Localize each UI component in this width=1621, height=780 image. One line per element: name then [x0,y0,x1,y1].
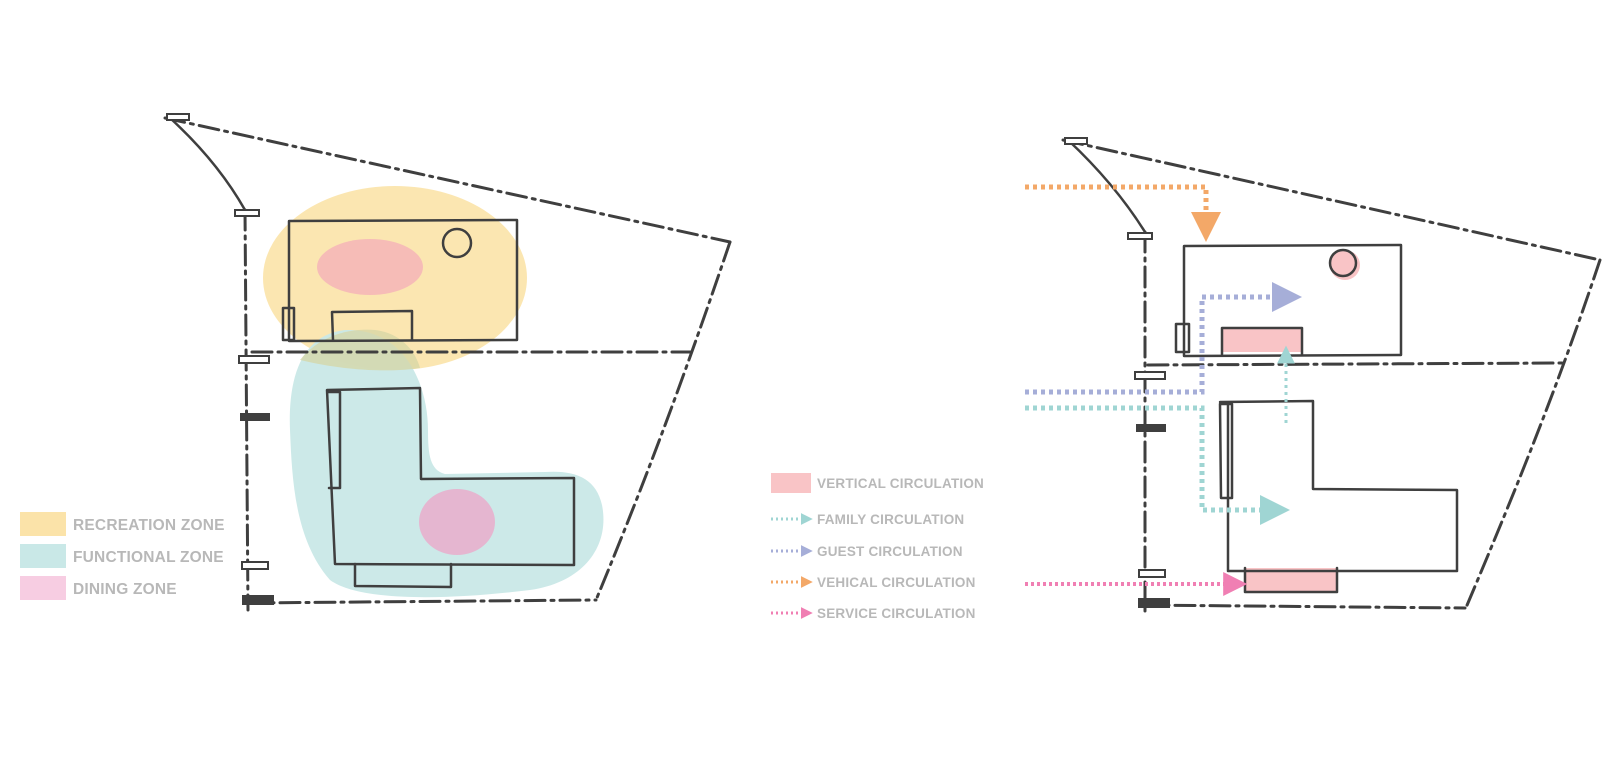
functional-swatch [20,544,66,568]
functional-zone-blob [289,329,604,598]
circulation-routes [1025,184,1302,596]
legend-item-dining: DINING ZONE [20,576,177,600]
zoning-plan [163,113,732,612]
service-label: SERVICE CIRCULATION [817,606,976,621]
lower-block-right [1218,399,1459,594]
site-boundary-right [1061,138,1602,617]
site-curve-left [168,116,247,212]
legend-item-family: FAMILY CIRCULATION [771,512,964,527]
guest-route [1025,282,1302,395]
family-label: FAMILY CIRCULATION [817,512,964,527]
site-markers-left [166,113,274,605]
site-boundary-left [163,116,732,612]
dining-swatch [20,576,66,600]
dining-zone-oval [419,489,495,555]
recreation-label: RECREATION ZONE [73,517,225,534]
guest-label: GUEST CIRCULATION [817,544,963,559]
dining-label: DINING ZONE [73,581,177,598]
circulation-plan [1025,137,1602,617]
family-route [1025,405,1290,525]
lower-block-left [325,386,576,589]
vertical-circulation-upper [1222,328,1302,352]
functional-label: FUNCTIONAL ZONE [73,549,224,566]
vehical-route [1025,184,1221,242]
vertical-swatch [771,473,811,493]
circulation-legend: VERTICAL CIRCULATION FAMILY CIRCULATION … [771,473,984,621]
legend-item-service: SERVICE CIRCULATION [771,606,976,621]
vehical-label: VEHICAL CIRCULATION [817,575,976,590]
zone-legend: RECREATION ZONE FUNCTIONAL ZONE DINING Z… [20,512,225,600]
dining-zone-oval-upper [317,239,423,295]
recreation-swatch [20,512,66,536]
legend-item-functional: FUNCTIONAL ZONE [20,544,224,568]
legend-item-recreation: RECREATION ZONE [20,512,225,536]
legend-item-vehical: VEHICAL CIRCULATION [771,575,976,590]
upper-block-left [281,218,519,343]
site-curve-right [1066,138,1147,234]
site-markers-right [1064,137,1170,608]
legend-item-vertical: VERTICAL CIRCULATION [771,473,984,493]
upper-block-right [1174,243,1403,358]
vertical-label: VERTICAL CIRCULATION [817,476,984,491]
legend-item-guest: GUEST CIRCULATION [771,544,963,559]
